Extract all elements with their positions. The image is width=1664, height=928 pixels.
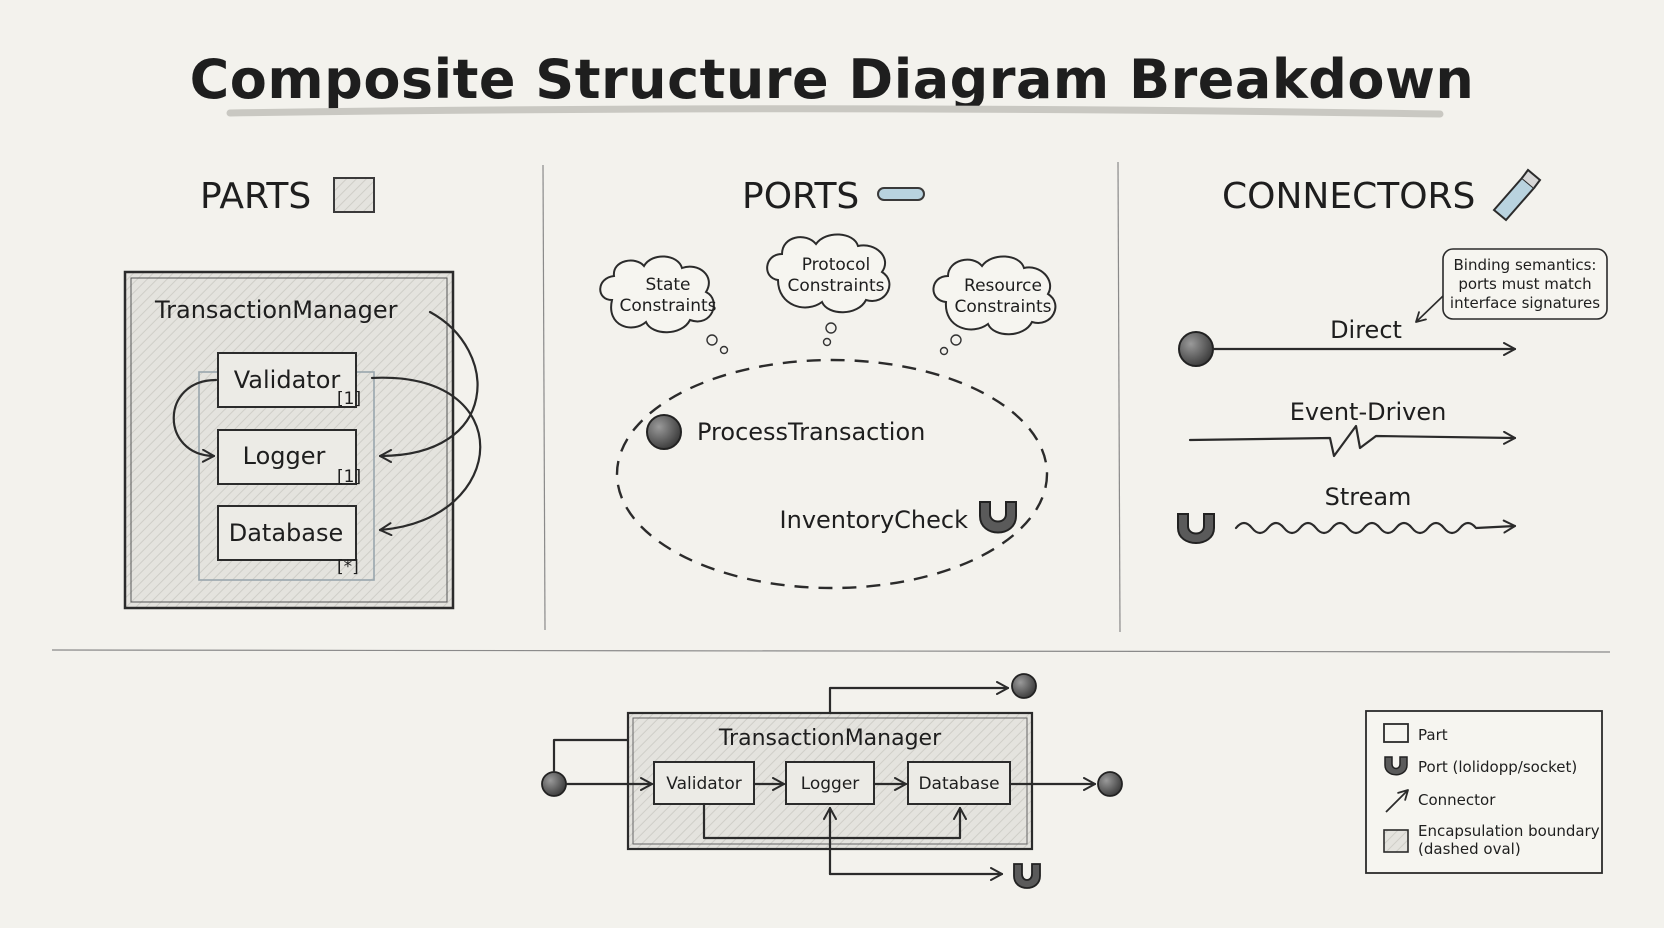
part-validator-box[interactable] xyxy=(217,352,357,408)
bottom-part-validator-label: Validator xyxy=(666,774,741,794)
provided-port-label: ProcessTransaction xyxy=(697,418,925,446)
encapsulation-boundary xyxy=(615,358,1049,590)
required-port-label: InventoryCheck xyxy=(780,506,969,534)
bottom-part-logger[interactable] xyxy=(785,761,875,805)
horizontal-divider xyxy=(51,649,1611,653)
legend-encapsulation-label: Encapsulation boundary xyxy=(1418,822,1600,840)
part-validator-label: Validator xyxy=(234,366,341,394)
legend: Part Port (lolidopp/socket) Connector En… xyxy=(1365,710,1603,874)
cloud-state xyxy=(599,255,715,334)
cloud-protocol xyxy=(766,233,891,314)
socket-icon xyxy=(1384,756,1408,776)
part-database-multiplicity: [*] xyxy=(337,557,359,577)
legend-connector-label: Connector xyxy=(1418,791,1496,809)
binding-note-line2: ports must match xyxy=(1458,275,1591,293)
binding-note xyxy=(1442,248,1608,320)
part-logger-box[interactable] xyxy=(217,429,357,485)
bottom-part-logger-label: Logger xyxy=(801,774,860,794)
parts-arc-container-logger xyxy=(378,310,479,463)
cloud-resource xyxy=(932,255,1057,336)
part-database-label: Database xyxy=(229,519,344,547)
parts-arc-validator-database xyxy=(370,376,482,537)
parts-section: PARTS TransactionManager Validator [1] L… xyxy=(123,176,482,610)
square-icon xyxy=(1383,723,1409,743)
connectors-heading: CONNECTORS xyxy=(1222,176,1475,217)
bottom-output-port xyxy=(1097,771,1123,797)
title-underline xyxy=(226,105,1444,118)
cloud-resource-line2: Constraints xyxy=(955,297,1052,317)
ports-heading: PORTS xyxy=(742,176,859,217)
binding-note-pointer xyxy=(1415,295,1444,323)
stream-socket-icon xyxy=(1177,513,1215,544)
cloud-state-line2: Constraints xyxy=(620,296,717,316)
bottom-top-port xyxy=(1011,673,1037,699)
bottom-part-database[interactable] xyxy=(907,761,1011,805)
section-divider-2 xyxy=(1117,161,1121,633)
connector-direct-ball xyxy=(1178,331,1214,367)
bottom-container-label: TransactionManager xyxy=(718,726,942,751)
connector-event-label: Event-Driven xyxy=(1290,398,1447,426)
pencil-icon xyxy=(1492,168,1542,222)
cloud-protocol-line2: Constraints xyxy=(788,276,885,296)
cloud-resource-line1: Resource xyxy=(964,276,1042,296)
part-database-box[interactable] xyxy=(217,505,357,561)
connector-stream-line xyxy=(1234,519,1517,535)
part-logger-multiplicity: [1] xyxy=(337,467,361,487)
cloud-protocol-line1: Protocol xyxy=(802,255,871,275)
page-title: Composite Structure Diagram Breakdown xyxy=(190,48,1475,111)
connectors-section: CONNECTORS Binding semantics: ports must… xyxy=(1177,168,1608,544)
binding-note-line1: Binding semantics: xyxy=(1454,256,1597,274)
bottom-input-port xyxy=(541,771,567,797)
legend-part-label: Part xyxy=(1418,726,1448,744)
cloud-state-line1: State xyxy=(646,275,691,295)
binding-note-line3: interface signatures xyxy=(1450,294,1600,312)
required-port-socket[interactable] xyxy=(979,501,1017,534)
legend-port-label: Port (lolidopp/socket) xyxy=(1418,758,1577,776)
square-icon xyxy=(333,177,375,213)
ports-section: PORTS State Constraints Protocol Constra… xyxy=(599,176,1057,590)
part-validator-multiplicity: [1] xyxy=(337,389,361,409)
bottom-example: TransactionManager Validator Logger Data… xyxy=(541,673,1123,889)
bottom-socket-port xyxy=(1013,863,1041,889)
legend-encapsulation-label2: (dashed oval) xyxy=(1418,840,1521,858)
parts-arc-validator-logger xyxy=(172,378,218,463)
parts-heading: PARTS xyxy=(200,176,311,217)
port-bar-icon xyxy=(877,187,925,201)
connector-line-icon xyxy=(1385,789,1409,813)
connector-event-line xyxy=(1188,424,1517,458)
provided-port-ball[interactable] xyxy=(646,414,682,450)
connector-direct-label: Direct xyxy=(1330,316,1402,344)
section-divider-1 xyxy=(542,164,546,631)
bottom-part-database-label: Database xyxy=(918,774,999,794)
parts-container-label: TransactionManager xyxy=(154,296,398,324)
part-logger-label: Logger xyxy=(243,442,326,470)
connector-stream-label: Stream xyxy=(1325,483,1412,511)
hatched-square-icon xyxy=(1383,829,1409,853)
